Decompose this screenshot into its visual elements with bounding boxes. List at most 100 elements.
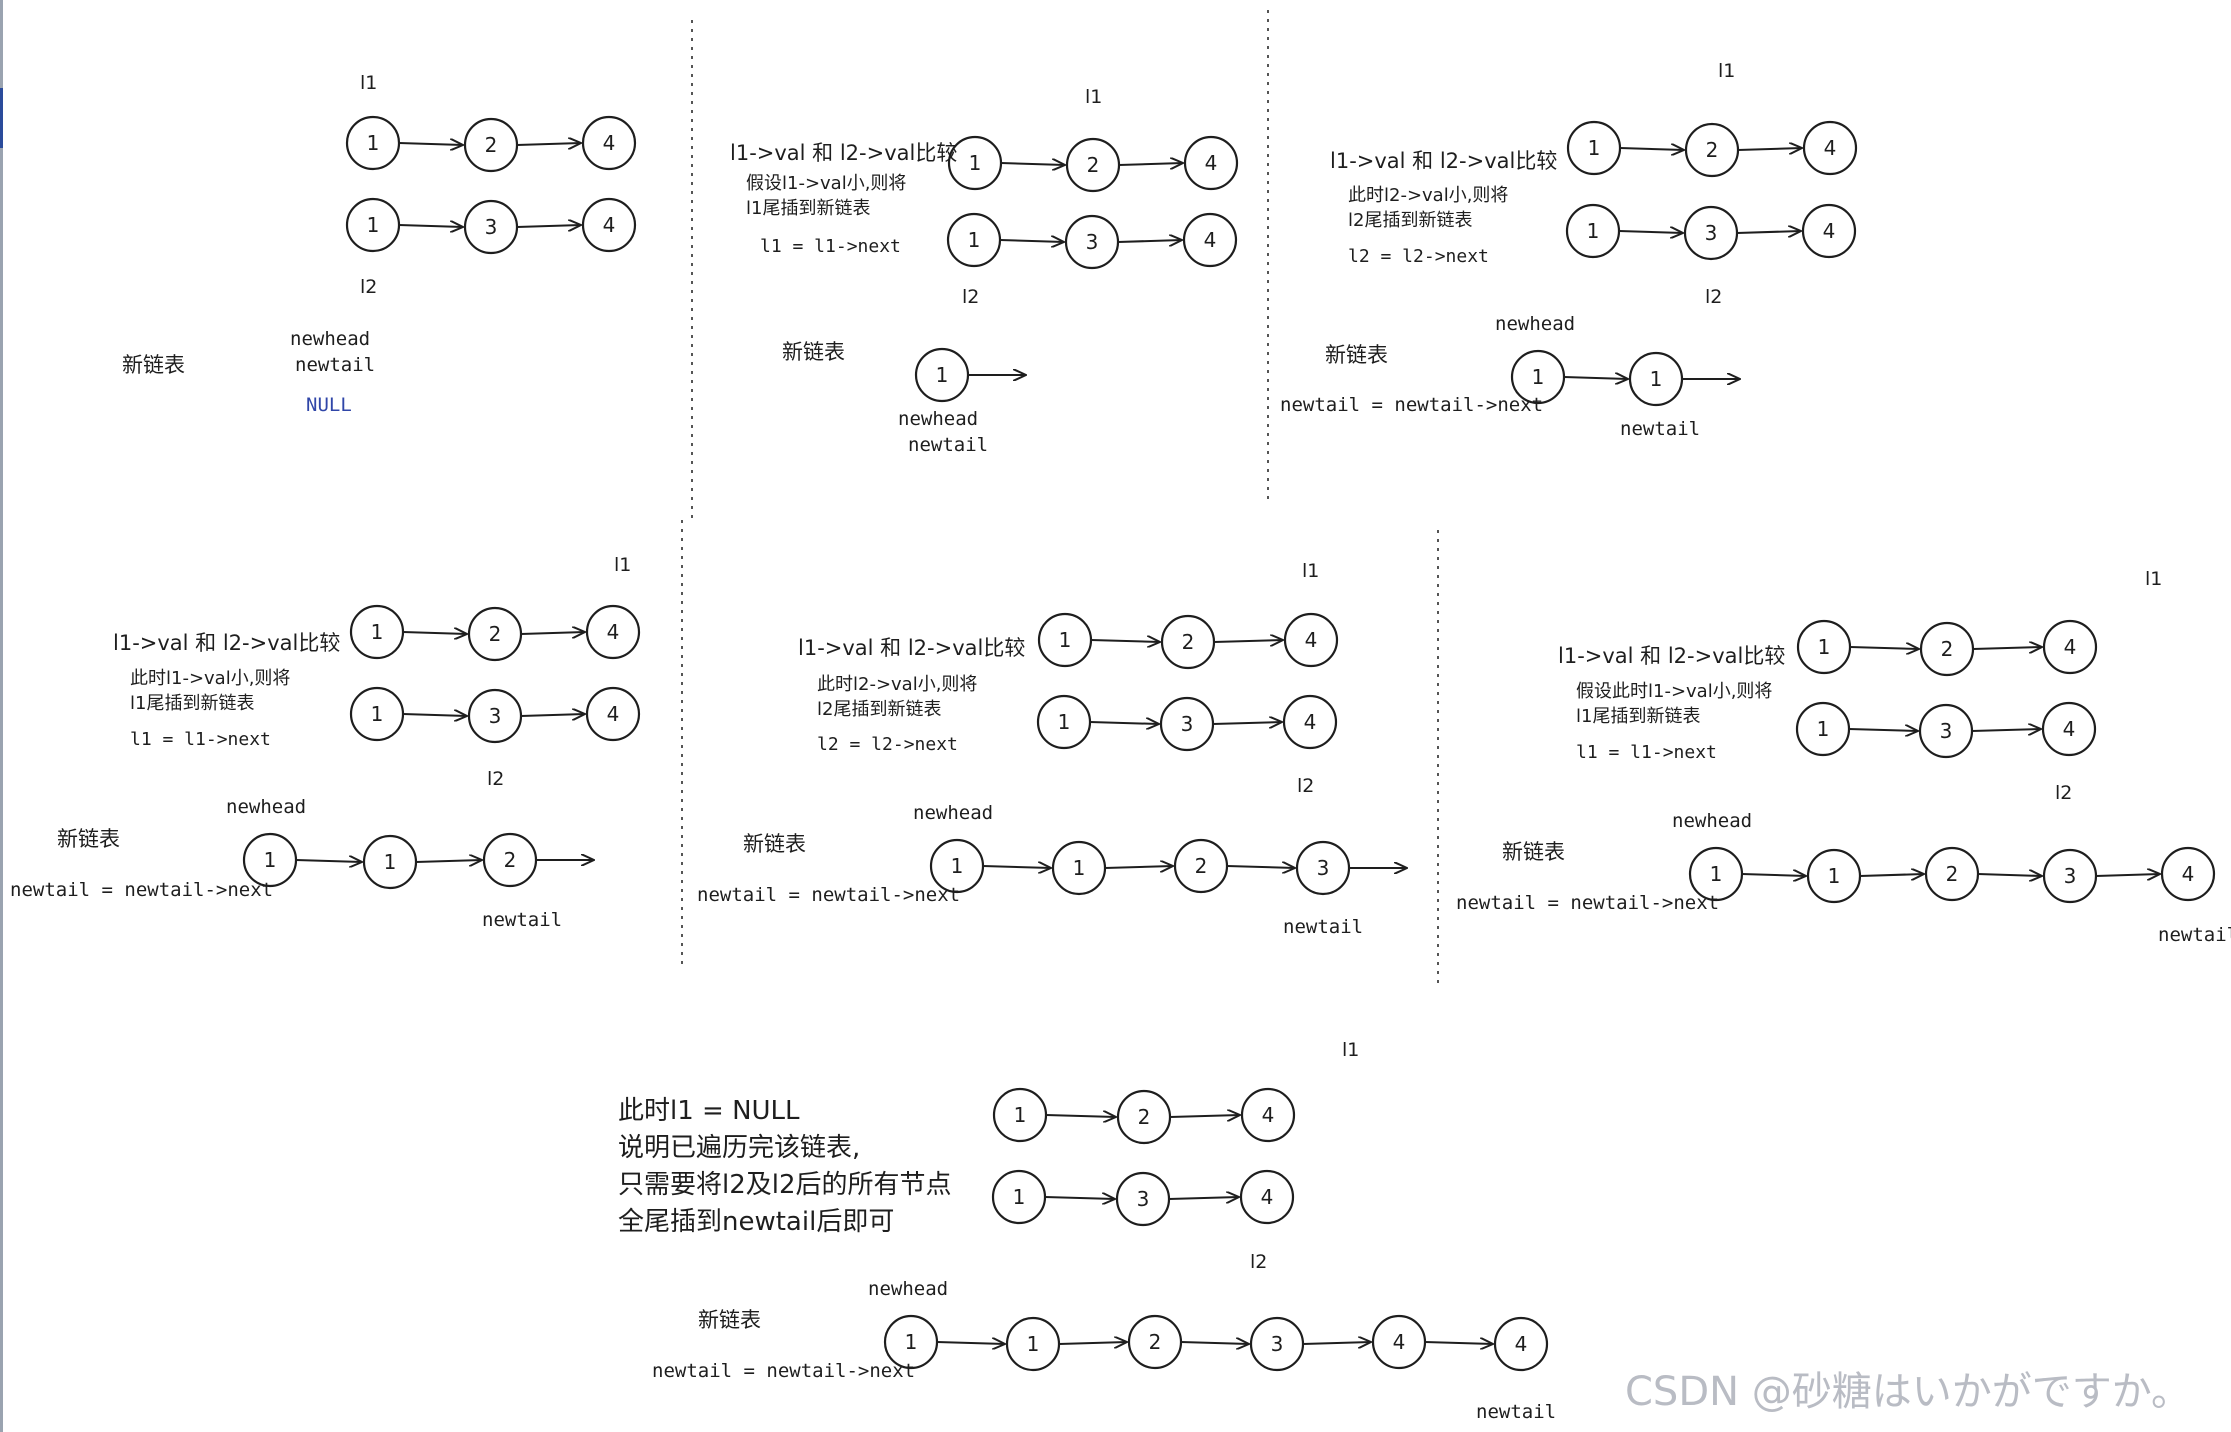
p7-result-node-2-value: 1 <box>1027 1332 1040 1356</box>
p6-newtail-label: newtail <box>2158 924 2231 946</box>
p6-result-node-5-value: 4 <box>2182 862 2195 886</box>
p6-newlist-label: 新链表 <box>1502 840 1565 864</box>
p4-l2-node-3-value: 4 <box>607 702 620 726</box>
p5-l2-node-3 <box>1282 694 1338 750</box>
p7-result-node-3-value: 2 <box>1149 1330 1162 1354</box>
p2-l2-label: l2 <box>962 286 980 308</box>
p5-l1-arrow-1 <box>1090 640 1160 642</box>
p3-newhead-label: newhead <box>1495 313 1576 335</box>
p3-l2-arrow-1 <box>1618 231 1683 233</box>
p4-l2-label: l2 <box>487 768 505 790</box>
p4-l1-arrow-2 <box>520 632 585 634</box>
p7-result-node-6 <box>1493 1316 1549 1372</box>
p5-result-arrow-2 <box>1104 866 1173 868</box>
p1-l2-arrow-2 <box>516 225 581 227</box>
p6-compare-text: l1->val 和 l2->val比较 <box>1558 644 1786 668</box>
p6-result-arrow-2 <box>1859 874 1924 876</box>
p5-note2: l2尾插到新链表 <box>817 699 942 720</box>
p1-l2-node-3 <box>581 197 637 253</box>
p3-result-node-1-value: 1 <box>1532 365 1545 389</box>
p7-l2-node-1-value: 1 <box>1013 1185 1026 1209</box>
left-edge-strip <box>0 0 3 1432</box>
p3-l2-node-3 <box>1801 203 1857 259</box>
p4-l2-node-1-value: 1 <box>371 702 384 726</box>
p5-newlist-label: 新链表 <box>743 832 806 856</box>
p6-result-node-1-value: 1 <box>1710 862 1723 886</box>
p4-l1-node-2-value: 2 <box>489 622 502 646</box>
p5-l1-arrow-2 <box>1213 640 1283 642</box>
p1-l2-arrow-1 <box>398 225 463 227</box>
p5-l1-node-1-value: 1 <box>1059 628 1072 652</box>
p2-result-node-1-value: 1 <box>936 363 949 387</box>
p2-newhead-label: newhead <box>898 408 979 430</box>
p5-l1-node-3-value: 4 <box>1305 628 1318 652</box>
p3-l1-label: l1 <box>1718 60 1736 82</box>
p7-l2-node-3-value: 4 <box>1261 1185 1274 1209</box>
p1-newtail-label: newtail <box>295 354 376 376</box>
p1-l2-node-2-value: 3 <box>485 215 498 239</box>
p5-note1: 此时l2->val小,则将 <box>817 674 978 695</box>
p7-l2-node-2-value: 3 <box>1137 1187 1150 1211</box>
p4-compare-text: l1->val 和 l2->val比较 <box>113 631 341 655</box>
p5-compare-text: l1->val 和 l2->val比较 <box>798 636 1026 660</box>
p1-l2-node-1-value: 1 <box>367 213 380 237</box>
p1-l1-label: l1 <box>360 72 378 94</box>
p1-newlist-label: 新链表 <box>122 353 185 377</box>
p3-advance: l2 = l2->next <box>1348 246 1489 267</box>
p2-l1-node-3 <box>1183 135 1239 191</box>
p6-result-node-5 <box>2160 846 2216 902</box>
p5-l2-arrow-2 <box>1212 722 1282 724</box>
p7-summary-2: 说明已遍历完该链表, <box>618 1133 861 1163</box>
p2-l2-node-2-value: 3 <box>1086 230 1099 254</box>
p5-result-arrow-3 <box>1226 866 1295 868</box>
p6-l1-arrow-2 <box>1972 647 2042 649</box>
p6-l1-node-1-value: 1 <box>1818 635 1831 659</box>
p4-newhead-label: newhead <box>226 796 307 818</box>
p3-l2-arrow-2 <box>1736 231 1801 233</box>
p3-compare-text: l1->val 和 l2->val比较 <box>1330 149 1558 173</box>
p2-l1-node-1-value: 1 <box>969 151 982 175</box>
p4-l1-arrow-1 <box>402 632 467 634</box>
p7-l2-node-3 <box>1239 1169 1295 1225</box>
p2-l2-arrow-1 <box>999 240 1064 242</box>
p1-l1-node-3 <box>581 115 637 171</box>
p2-l2-arrow-2 <box>1117 240 1182 242</box>
p4-note1: 此时l1->val小,则将 <box>130 668 291 689</box>
p6-l2-node-3 <box>2041 701 2097 757</box>
watermark: CSDN @砂糖はいかがですか。 <box>1625 1369 2191 1415</box>
p3-result-node-2-value: 1 <box>1650 367 1663 391</box>
p2-note1: 假设l1->val小,则将 <box>746 173 907 194</box>
p3-result-arrow-1 <box>1563 377 1628 379</box>
p6-l1-arrow-1 <box>1849 647 1919 649</box>
p7-result-arrow-3 <box>1180 1342 1249 1344</box>
p7-l2-arrow-2 <box>1168 1197 1239 1199</box>
p7-summary-3: 只需要将l2及l2后的所有节点 <box>618 1170 952 1200</box>
p7-newhead-label: newhead <box>868 1278 949 1300</box>
p3-l2-node-2-value: 3 <box>1705 221 1718 245</box>
p4-l1-node-3 <box>585 604 641 660</box>
p6-l1-node-2-value: 2 <box>1941 637 1954 661</box>
p2-advance: l1 = l1->next <box>760 236 901 257</box>
p6-l2-node-2-value: 3 <box>1940 719 1953 743</box>
p2-l2-node-3 <box>1182 212 1238 268</box>
p2-l1-node-2-value: 2 <box>1087 153 1100 177</box>
p5-l2-node-3-value: 4 <box>1304 710 1317 734</box>
p1-null-label: NULL <box>306 394 352 416</box>
p7-result-arrow-4 <box>1302 1342 1371 1344</box>
p6-tail-step: newtail = newtail->next <box>1456 892 1720 914</box>
p7-l1-arrow-1 <box>1045 1115 1116 1117</box>
left-edge-accent <box>0 88 3 148</box>
p5-l2-node-1-value: 1 <box>1058 710 1071 734</box>
p6-l1-label: l1 <box>2145 568 2163 590</box>
p6-l2-arrow-2 <box>1971 729 2041 731</box>
p4-result-node-3-value: 2 <box>504 848 517 872</box>
p3-l1-arrow-1 <box>1619 148 1684 150</box>
p2-l1-node-3-value: 4 <box>1205 151 1218 175</box>
p6-l2-node-1-value: 1 <box>1817 717 1830 741</box>
p3-l2-node-1-value: 1 <box>1587 219 1600 243</box>
p6-result-node-3-value: 2 <box>1946 862 1959 886</box>
p7-result-node-4-value: 3 <box>1271 1332 1284 1356</box>
p5-l1-label: l1 <box>1302 560 1320 582</box>
p2-compare-text: l1->val 和 l2->val比较 <box>730 141 958 165</box>
